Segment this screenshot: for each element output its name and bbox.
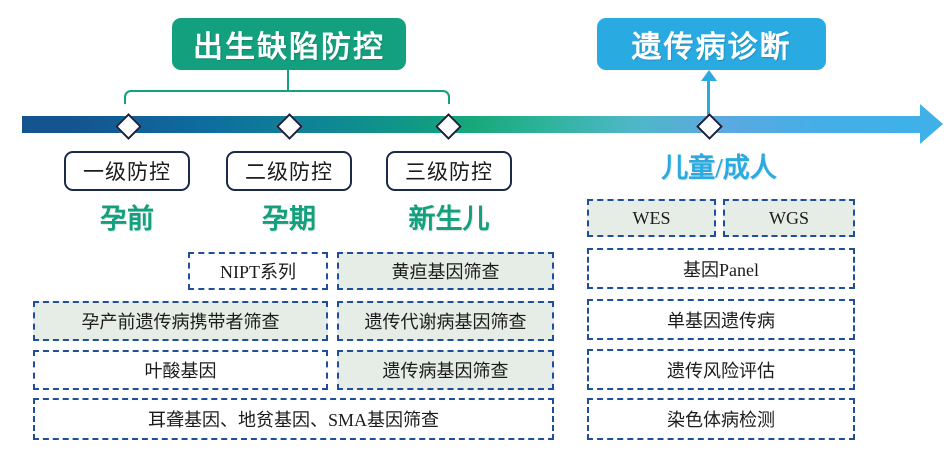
stage-label-pregnancy: 孕期	[262, 204, 316, 234]
item-folate-gene: 叶酸基因	[33, 350, 328, 390]
level-box-secondary: 二级防控	[226, 151, 352, 191]
item-deafness-thalassemia-sma-screening: 耳聋基因、地贫基因、SMA基因筛查	[33, 398, 554, 440]
blue-connector-shaft	[707, 78, 710, 122]
stage-label-prepregnancy: 孕前	[100, 204, 154, 234]
item-monogenic-disease: 单基因遗传病	[587, 299, 855, 340]
banner-birth-defect-prevention: 出生缺陷防控	[172, 18, 406, 70]
item-wes: WES	[587, 199, 716, 237]
item-genetic-risk-assessment: 遗传风险评估	[587, 349, 855, 390]
item-metabolic-disease-gene-screening: 遗传代谢病基因筛查	[337, 301, 554, 341]
banner-genetic-disease-diagnosis: 遗传病诊断	[597, 18, 826, 70]
item-jaundice-gene-screening: 黄疸基因筛查	[337, 252, 554, 290]
stage-label-newborn: 新生儿	[408, 204, 490, 234]
timeline-axis	[22, 116, 922, 133]
bracket-stem	[287, 70, 289, 92]
item-nipt-series: NIPT系列	[188, 252, 328, 290]
right-arrow-icon	[920, 104, 943, 144]
stage-label-children-adults: 儿童/成人	[661, 153, 777, 183]
item-wgs: WGS	[723, 199, 855, 237]
item-chromosomal-disease-testing: 染色体病检测	[587, 398, 855, 440]
up-arrow-icon	[701, 70, 717, 81]
item-carrier-screening: 孕产前遗传病携带者筛查	[33, 301, 328, 341]
item-gene-panel: 基因Panel	[587, 248, 855, 289]
bracket-span	[124, 90, 450, 104]
item-genetic-disease-gene-screening: 遗传病基因筛查	[337, 350, 554, 390]
level-box-tertiary: 三级防控	[386, 151, 512, 191]
level-box-primary: 一级防控	[64, 151, 190, 191]
